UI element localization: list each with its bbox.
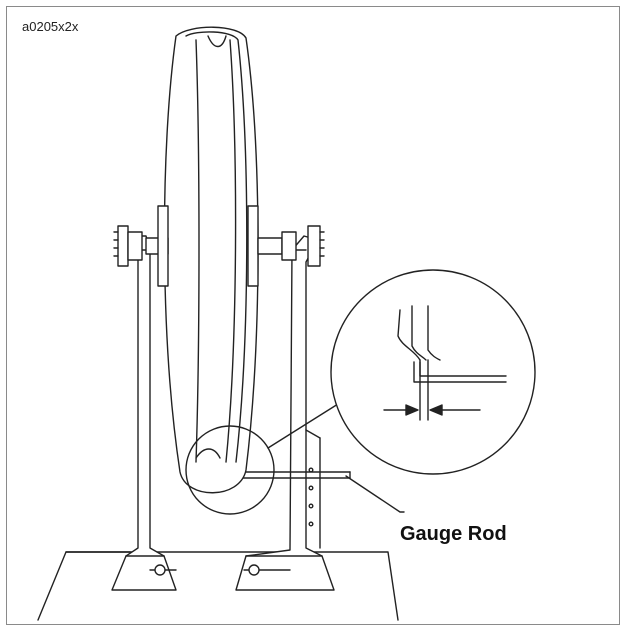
detail-leader-line xyxy=(267,403,339,449)
figure-id-label: a0205x2x xyxy=(22,19,79,34)
gauge-rod-callout-line xyxy=(345,475,405,513)
gauge-rod-label: Gauge Rod xyxy=(400,523,507,545)
wheel-rim xyxy=(163,26,259,494)
left-stand-leg xyxy=(111,235,177,591)
table-surface xyxy=(37,551,399,621)
magnified-detail xyxy=(330,269,536,475)
detail-source-circle xyxy=(185,425,275,515)
axle-assembly xyxy=(113,205,325,287)
